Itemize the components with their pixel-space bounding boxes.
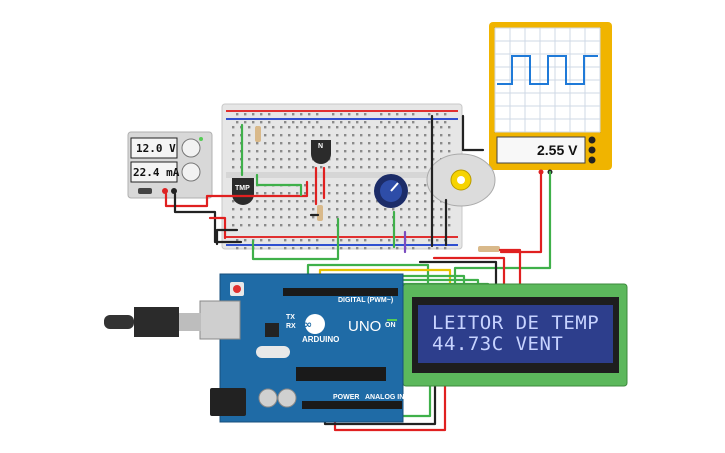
npn-transistor[interactable]	[311, 140, 331, 164]
temp-sensor-label: TMP	[235, 185, 250, 192]
lcd-module[interactable]	[402, 283, 628, 387]
dc-motor[interactable]	[426, 153, 496, 207]
usb-cable	[104, 307, 201, 337]
scope-waveform	[497, 55, 598, 85]
power-supply[interactable]	[127, 131, 213, 199]
arduino-brand-label: ARDUINO	[302, 335, 340, 344]
potentiometer[interactable]	[374, 174, 408, 208]
analog-header-label: ANALOG IN	[365, 394, 405, 401]
resistors	[255, 126, 500, 252]
transistor-label: N	[318, 143, 324, 150]
digital-header-label: DIGITAL (PWM~)	[338, 297, 394, 304]
psu-voltage-display: 12.0 V	[136, 142, 176, 155]
power-header-label: POWER	[333, 394, 360, 401]
on-label: ON	[385, 322, 396, 329]
oscilloscope[interactable]	[489, 22, 612, 175]
arduino-model-label: UNO	[348, 318, 382, 335]
svg-text:∞: ∞	[303, 318, 312, 331]
oscilloscope-reading: 2.55 V	[537, 142, 578, 158]
rx-label: RX	[286, 323, 296, 330]
arduino-board[interactable]: ∞	[199, 273, 404, 423]
lcd-line-2: 44.73C VENT	[432, 333, 564, 355]
temperature-sensor[interactable]	[232, 178, 254, 205]
lcd-line-1: LEITOR DE TEMP	[432, 312, 600, 334]
psu-current-display: 22.4 mA	[133, 166, 180, 179]
tx-label: TX	[286, 314, 295, 321]
